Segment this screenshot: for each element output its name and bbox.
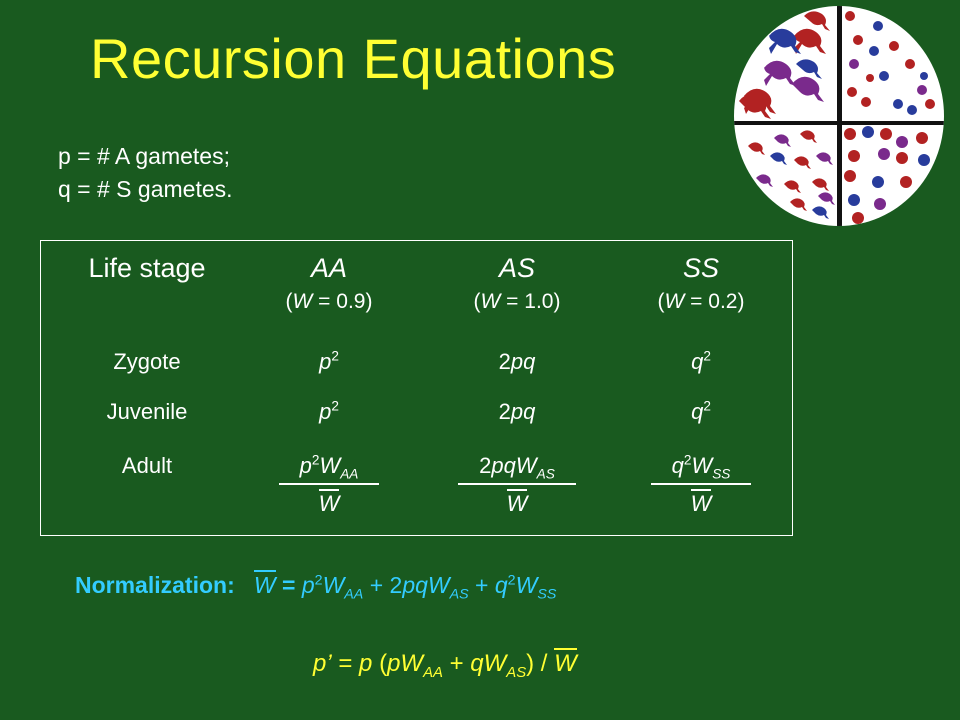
header-as-label: AS [498,253,536,283]
header-as: AS (W = 1.0) [427,253,607,314]
quadrant-divider-horizontal [734,121,944,125]
header-life-stage: Life stage [57,253,237,284]
header-life-stage-label: Life stage [88,253,206,283]
row-zygote-stage: Zygote [113,349,181,374]
normalization-formula: W = p2WAA + 2pqWAS + q2WSS [253,570,557,603]
row-juvenile-aa: p2 [319,398,339,424]
page-title: Recursion Equations [90,27,617,90]
row-zygote-ss: q2 [691,348,711,374]
quadrant-divider-vertical [837,6,842,226]
header-ss-fitness: (W = 0.2) [657,290,745,313]
lizard-egg-icons [739,11,935,224]
definition-p: p = # A gametes; [58,143,230,169]
row-zygote-as: 2pq [498,349,536,374]
header-ss: SS (W = 0.2) [611,253,791,314]
definition-q: q = # S gametes. [58,176,233,202]
genotype-table: Life stage AA (W = 0.9) AS (W = 1.0) SS … [40,240,793,536]
normalization-label: Normalization: [75,572,235,598]
gamete-definitions: p = # A gametes; q = # S gametes. [58,140,233,206]
row-juvenile-stage: Juvenile [106,399,188,424]
header-aa-label: AA [310,253,348,283]
header-aa: AA (W = 0.9) [239,253,419,314]
row-juvenile-ss: q2 [691,398,711,424]
header-aa-fitness: (W = 0.9) [285,290,373,313]
population-illustration [734,6,944,226]
row-adult-stage: Adult [121,453,173,478]
header-ss-label: SS [682,253,720,283]
header-as-fitness: (W = 1.0) [473,290,561,313]
row-zygote-aa: p2 [319,348,339,374]
normalization-equation: Normalization: W = p2WAA + 2pqWAS + q2WS… [75,570,557,603]
allele-frequency-update-equation: p’ = p (pWAA + qWAS) / W [313,648,577,681]
row-juvenile-as: 2pq [498,399,536,424]
